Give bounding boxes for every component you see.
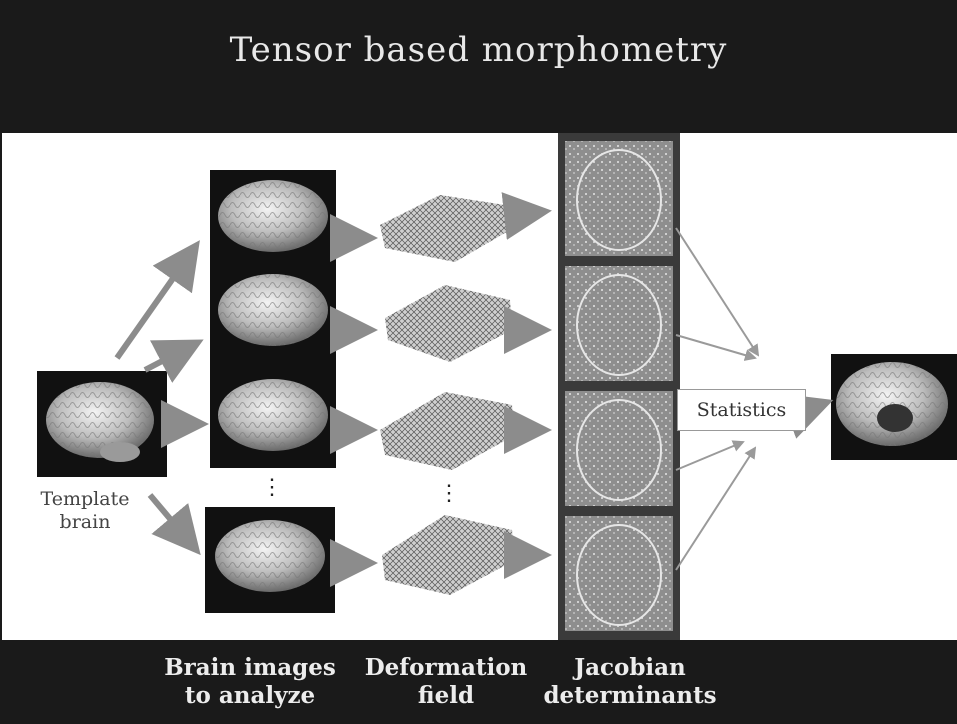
deformation-field-mesh — [385, 285, 512, 362]
subject-to-deformation-arrows — [338, 238, 366, 563]
deformation-field-mesh — [380, 195, 510, 262]
statistics-to-result-arrow — [808, 404, 822, 409]
ellipsis-brain-column: ⋮ — [261, 475, 283, 500]
jacobian-column — [558, 133, 680, 640]
ellipsis-deformation-column: ⋮ — [438, 481, 460, 506]
statistics-box: Statistics — [677, 389, 806, 431]
deformation-fields — [380, 195, 515, 595]
template-label-line2: brain — [30, 511, 140, 534]
brain-images-label-line2: to analyze — [140, 682, 360, 710]
deformation-field-label: Deformation field — [346, 654, 546, 710]
subject-brain-image — [218, 274, 328, 346]
subject-brain-image — [218, 180, 328, 252]
template-label-line1: Template — [30, 488, 140, 511]
deformation-to-jacobian-arrows — [513, 212, 540, 555]
subject-brain-image — [218, 379, 328, 451]
deformation-field-mesh — [380, 392, 515, 470]
deformation-label-line1: Deformation — [346, 654, 546, 682]
jacobian-map — [565, 141, 673, 256]
deformation-field-mesh — [382, 515, 515, 595]
jacobian-label-line2: determinants — [530, 682, 730, 710]
template-brain-image — [37, 371, 167, 477]
jacobian-determinants-label: Jacobian determinants — [530, 654, 730, 710]
jacobian-label-line1: Jacobian — [530, 654, 730, 682]
jacobian-map — [565, 516, 673, 631]
brain-images-label: Brain images to analyze — [140, 654, 360, 710]
deformation-label-line2: field — [346, 682, 546, 710]
brain-images-label-line1: Brain images — [140, 654, 360, 682]
statistics-label: Statistics — [697, 399, 787, 421]
jacobian-map — [565, 266, 673, 381]
brain-images-column — [205, 170, 336, 613]
result-brain-image — [831, 354, 957, 460]
subject-brain-image — [215, 520, 325, 592]
template-brain-label: Template brain — [30, 488, 140, 534]
jacobian-map — [565, 391, 673, 506]
